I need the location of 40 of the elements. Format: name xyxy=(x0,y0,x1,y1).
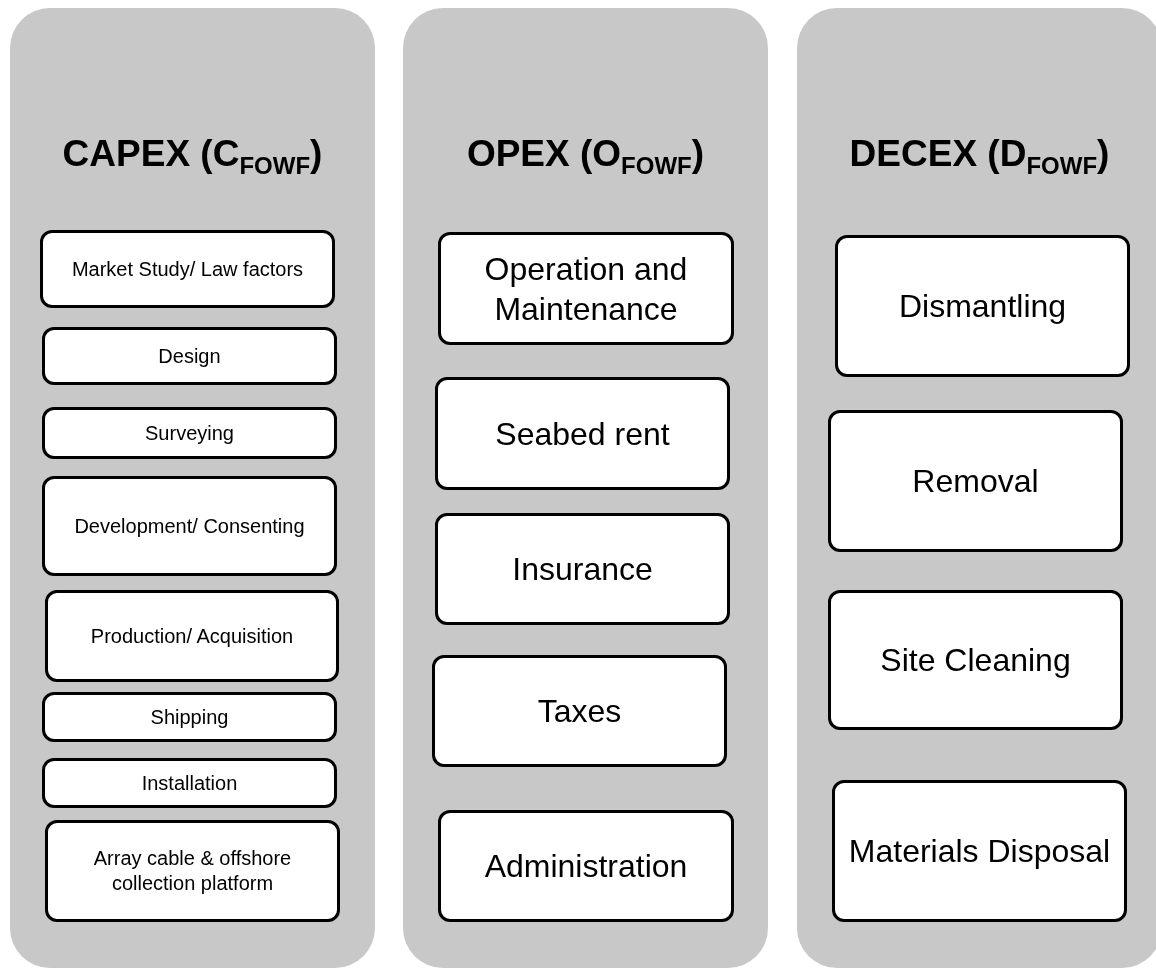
panel-title: CAPEX (C$_{FOWF}$) xyxy=(61,133,324,180)
item-label: Development/ Consenting xyxy=(73,513,306,539)
item-label: Operation and Maintenance xyxy=(483,249,689,329)
item-label: Administration xyxy=(483,847,689,886)
cost-item-box xyxy=(40,230,335,308)
panel-title: OPEX (O$_{FOWF}$) xyxy=(465,133,706,180)
cost-item-box xyxy=(432,655,727,767)
cost-item-box xyxy=(828,410,1123,552)
item-label: Production/ Acquisition xyxy=(89,623,295,649)
item-label: Materials Disposal xyxy=(847,832,1112,871)
item-label: Dismantling xyxy=(897,287,1068,326)
cost-item-box xyxy=(45,820,340,922)
item-label: Installation xyxy=(140,770,239,796)
item-label: Seabed rent xyxy=(494,414,671,454)
cost-item-box xyxy=(835,235,1130,377)
cost-item-box xyxy=(435,377,730,490)
cost-item-box xyxy=(832,780,1127,922)
item-label: Market Study/ Law factors xyxy=(70,256,305,282)
panel-title: DECEX (D$_{FOWF}$) xyxy=(848,133,1111,180)
item-label: Taxes xyxy=(536,692,623,731)
cost-item-box xyxy=(42,407,337,459)
item-label: Array cable & offshore collection platform xyxy=(92,846,293,896)
cost-item-box xyxy=(828,590,1123,730)
cost-item-box xyxy=(438,232,734,345)
cost-item-box xyxy=(438,810,734,922)
item-label: Design xyxy=(157,343,222,369)
cost-item-box xyxy=(45,590,339,682)
category-panel xyxy=(10,8,375,968)
category-panel xyxy=(403,8,768,968)
cost-item-box xyxy=(42,758,337,808)
item-label: Shipping xyxy=(149,704,230,730)
cost-item-box xyxy=(42,327,337,385)
item-label: Removal xyxy=(911,462,1040,501)
cost-item-box xyxy=(435,513,730,625)
cost-item-box xyxy=(42,692,337,742)
category-panel xyxy=(797,8,1156,968)
item-label: Insurance xyxy=(511,550,654,589)
item-label: Site Cleaning xyxy=(879,641,1072,680)
cost-item-box xyxy=(42,476,337,576)
item-label: Surveying xyxy=(144,420,235,446)
